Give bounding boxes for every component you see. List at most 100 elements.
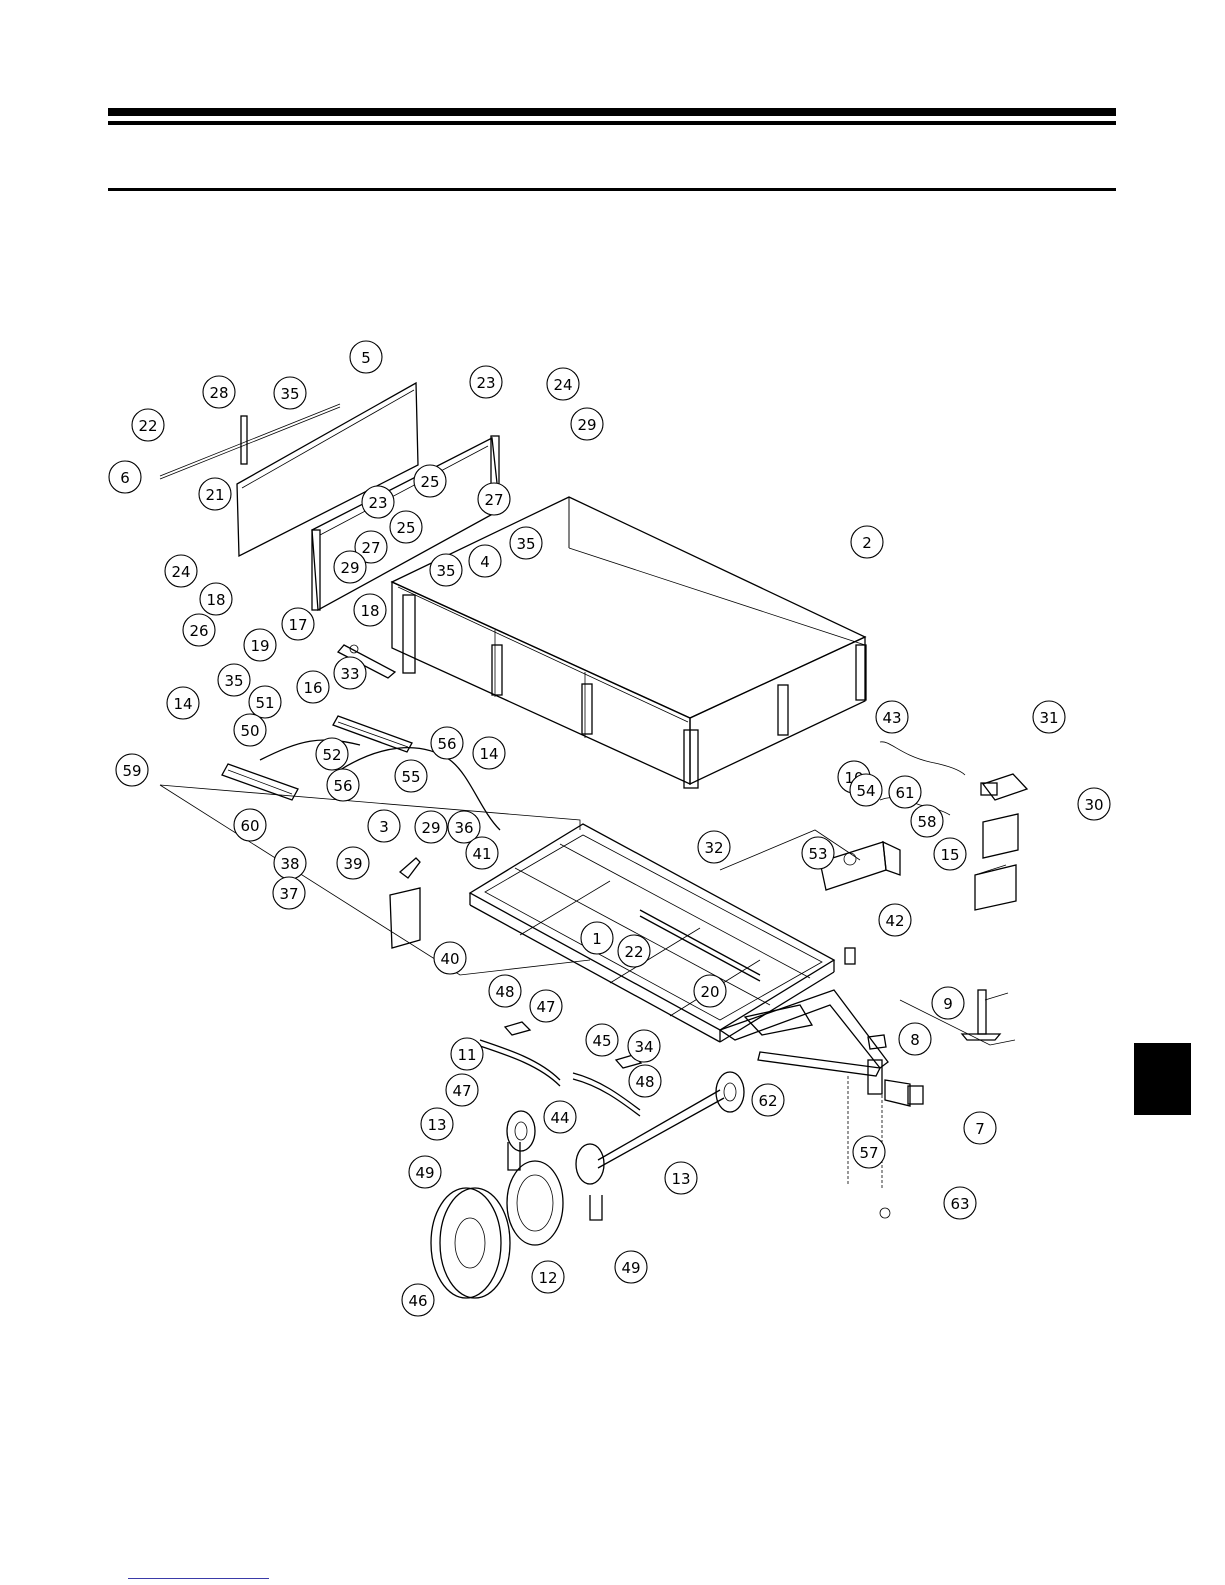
callout-59: 59: [116, 754, 148, 786]
callout-number: 30: [1084, 796, 1103, 814]
callout-number: 50: [240, 722, 259, 740]
callout-number: 36: [454, 819, 473, 837]
callout-number: 29: [577, 416, 596, 434]
callout-13: 13: [421, 1108, 453, 1140]
callout-25: 25: [414, 465, 446, 497]
callout-16: 16: [297, 671, 329, 703]
pump-outline: [720, 830, 860, 870]
callout-number: 38: [280, 855, 299, 873]
callout-48: 48: [629, 1065, 661, 1097]
callout-29: 29: [571, 408, 603, 440]
callout-39: 39: [337, 847, 369, 879]
callout-number: 49: [415, 1164, 434, 1182]
callout-34: 34: [628, 1030, 660, 1062]
callout-43: 43: [876, 701, 908, 733]
callout-61: 61: [889, 776, 921, 808]
callout-42: 42: [879, 904, 911, 936]
callout-number: 13: [427, 1116, 446, 1134]
battery-assembly: [975, 774, 1027, 910]
callout-number: 48: [635, 1073, 654, 1091]
callout-number: 35: [224, 672, 243, 690]
callout-52: 52: [316, 738, 348, 770]
callout-number: 61: [895, 784, 914, 802]
callout-50: 50: [234, 714, 266, 746]
callout-23: 23: [362, 486, 394, 518]
callout-number: 51: [255, 694, 274, 712]
callout-number: 25: [420, 473, 439, 491]
tongue-drawbar: [720, 990, 923, 1106]
callout-number: 43: [882, 709, 901, 727]
callout-number: 23: [476, 374, 495, 392]
callout-number: 40: [440, 950, 459, 968]
light-bracket: [390, 888, 420, 948]
callout-21: 21: [199, 478, 231, 510]
footer-link-underline[interactable]: [128, 1578, 269, 1579]
callout-number: 58: [917, 813, 936, 831]
callout-54: 54: [850, 774, 882, 806]
callout-47: 47: [530, 990, 562, 1022]
callout-49: 49: [615, 1251, 647, 1283]
callout-number: 35: [280, 385, 299, 403]
callout-number: 13: [671, 1170, 690, 1188]
callout-number: 27: [484, 491, 503, 509]
callout-number: 21: [205, 486, 224, 504]
callout-20: 20: [694, 975, 726, 1007]
callout-number: 22: [624, 943, 643, 961]
callout-number: 49: [621, 1259, 640, 1277]
callout-51: 51: [249, 686, 281, 718]
callout-57: 57: [853, 1136, 885, 1168]
callout-number: 18: [206, 591, 225, 609]
callout-number: 24: [171, 563, 190, 581]
callout-3: 3: [368, 810, 400, 842]
callout-number: 18: [360, 602, 379, 620]
callout-55: 55: [395, 760, 427, 792]
callout-1: 1: [581, 922, 613, 954]
callout-44: 44: [544, 1101, 576, 1133]
callout-number: 29: [421, 819, 440, 837]
callout-number: 60: [240, 817, 259, 835]
callout-35: 35: [430, 554, 462, 586]
callout-35: 35: [274, 377, 306, 409]
callout-60: 60: [234, 809, 266, 841]
callout-number: 35: [436, 562, 455, 580]
callout-number: 32: [704, 839, 723, 857]
callout-56: 56: [327, 769, 359, 801]
callout-35: 35: [218, 664, 250, 696]
callout-number: 4: [480, 553, 490, 571]
callout-48: 48: [489, 975, 521, 1007]
callout-number: 53: [808, 845, 827, 863]
callout-40: 40: [434, 942, 466, 974]
callout-number: 22: [138, 417, 157, 435]
callout-6: 6: [109, 461, 141, 493]
callout-number: 23: [368, 494, 387, 512]
callout-number: 62: [758, 1092, 777, 1110]
callout-11: 11: [451, 1038, 483, 1070]
callout-number: 34: [634, 1038, 653, 1056]
callout-number: 35: [516, 535, 535, 553]
callout-number: 16: [303, 679, 322, 697]
callout-number: 26: [189, 622, 208, 640]
callout-group: 5283522621232429252723252735429242351817…: [109, 341, 1110, 1316]
callout-31: 31: [1033, 701, 1065, 733]
callout-number: 20: [700, 983, 719, 1001]
callout-number: 11: [457, 1046, 476, 1064]
callout-9: 9: [932, 987, 964, 1019]
callout-53: 53: [802, 837, 834, 869]
callout-number: 56: [333, 777, 352, 795]
callout-number: 14: [479, 745, 498, 763]
callout-number: 19: [250, 637, 269, 655]
callout-number: 31: [1039, 709, 1058, 727]
callout-45: 45: [586, 1024, 618, 1056]
callout-number: 59: [122, 762, 141, 780]
callout-29: 29: [415, 811, 447, 843]
callout-14: 14: [473, 737, 505, 769]
callout-23: 23: [470, 366, 502, 398]
callout-number: 27: [361, 539, 380, 557]
light-housing: [400, 858, 420, 878]
callout-28: 28: [203, 376, 235, 408]
callout-number: 1: [592, 930, 602, 948]
callout-number: 39: [343, 855, 362, 873]
callout-17: 17: [282, 608, 314, 640]
callout-number: 56: [437, 735, 456, 753]
